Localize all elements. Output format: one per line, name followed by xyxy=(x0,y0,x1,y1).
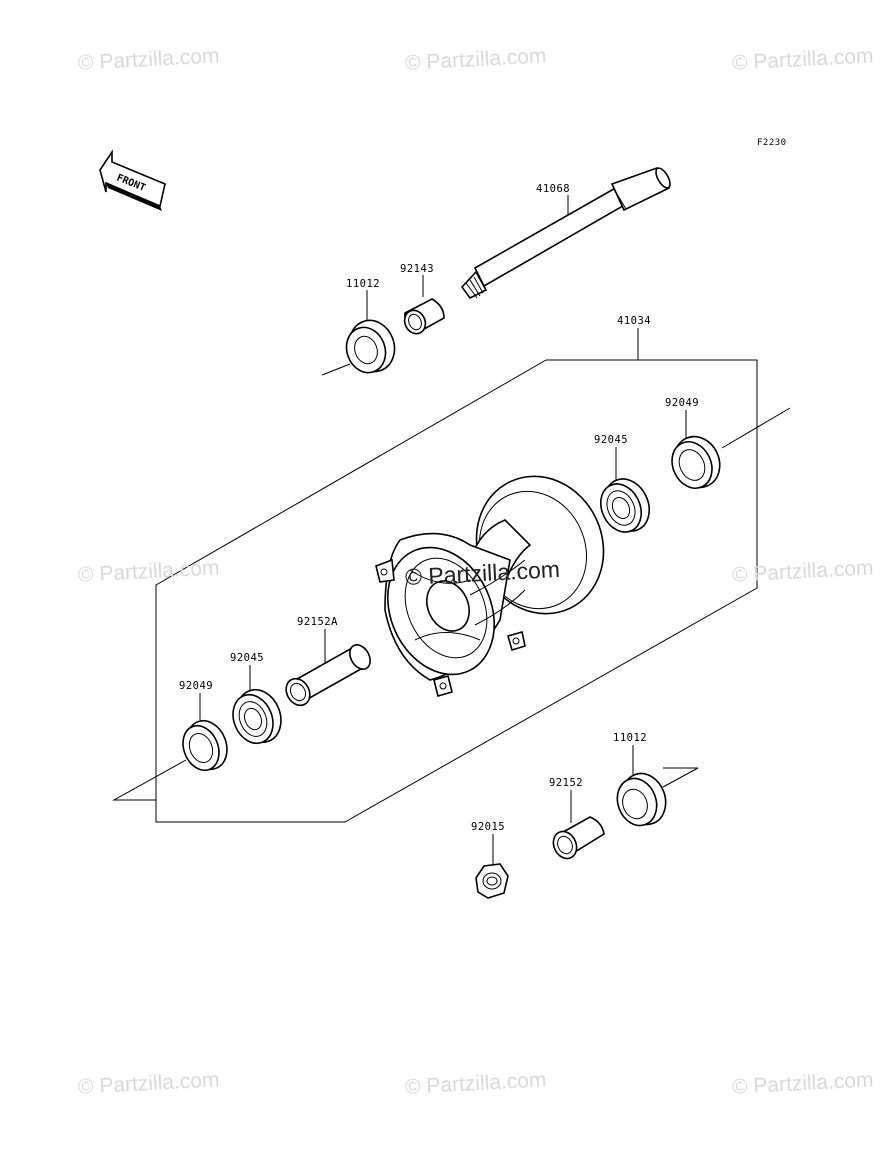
label-11012-upper: 11012 xyxy=(346,278,380,290)
label-11012-lower: 11012 xyxy=(613,732,647,744)
oil-seal-11012-upper-part[interactable] xyxy=(321,290,402,378)
label-92045-left: 92045 xyxy=(230,652,264,664)
collar-92143-part[interactable] xyxy=(401,275,445,337)
bearing-92045-right-part[interactable] xyxy=(593,447,657,539)
diagram-code: F2230 xyxy=(757,138,787,148)
label-92152a: 92152A xyxy=(297,616,338,628)
label-92049-right: 92049 xyxy=(665,397,699,409)
wheel-hub-part[interactable] xyxy=(368,455,626,697)
collar-92152-part[interactable] xyxy=(549,790,605,862)
label-92045-right: 92045 xyxy=(594,434,628,446)
label-92143: 92143 xyxy=(400,263,434,275)
axle-nut-92015-part[interactable] xyxy=(475,834,509,899)
oil-seal-11012-lower-part[interactable] xyxy=(611,745,699,831)
label-92152: 92152 xyxy=(549,777,583,789)
hub-assembly-outline xyxy=(155,328,758,823)
label-92015: 92015 xyxy=(471,821,505,833)
axle-part[interactable] xyxy=(460,166,673,300)
front-arrow-icon: FRONT xyxy=(99,149,166,211)
label-41068: 41068 xyxy=(536,183,570,195)
label-41034: 41034 xyxy=(617,315,651,327)
oil-seal-92049-right-part[interactable] xyxy=(665,407,791,495)
distance-collar-92152a-part[interactable] xyxy=(281,629,374,710)
label-92049-left: 92049 xyxy=(179,680,213,692)
bearing-92045-left-part[interactable] xyxy=(226,665,289,749)
oil-seal-92049-left-part[interactable] xyxy=(112,693,234,801)
